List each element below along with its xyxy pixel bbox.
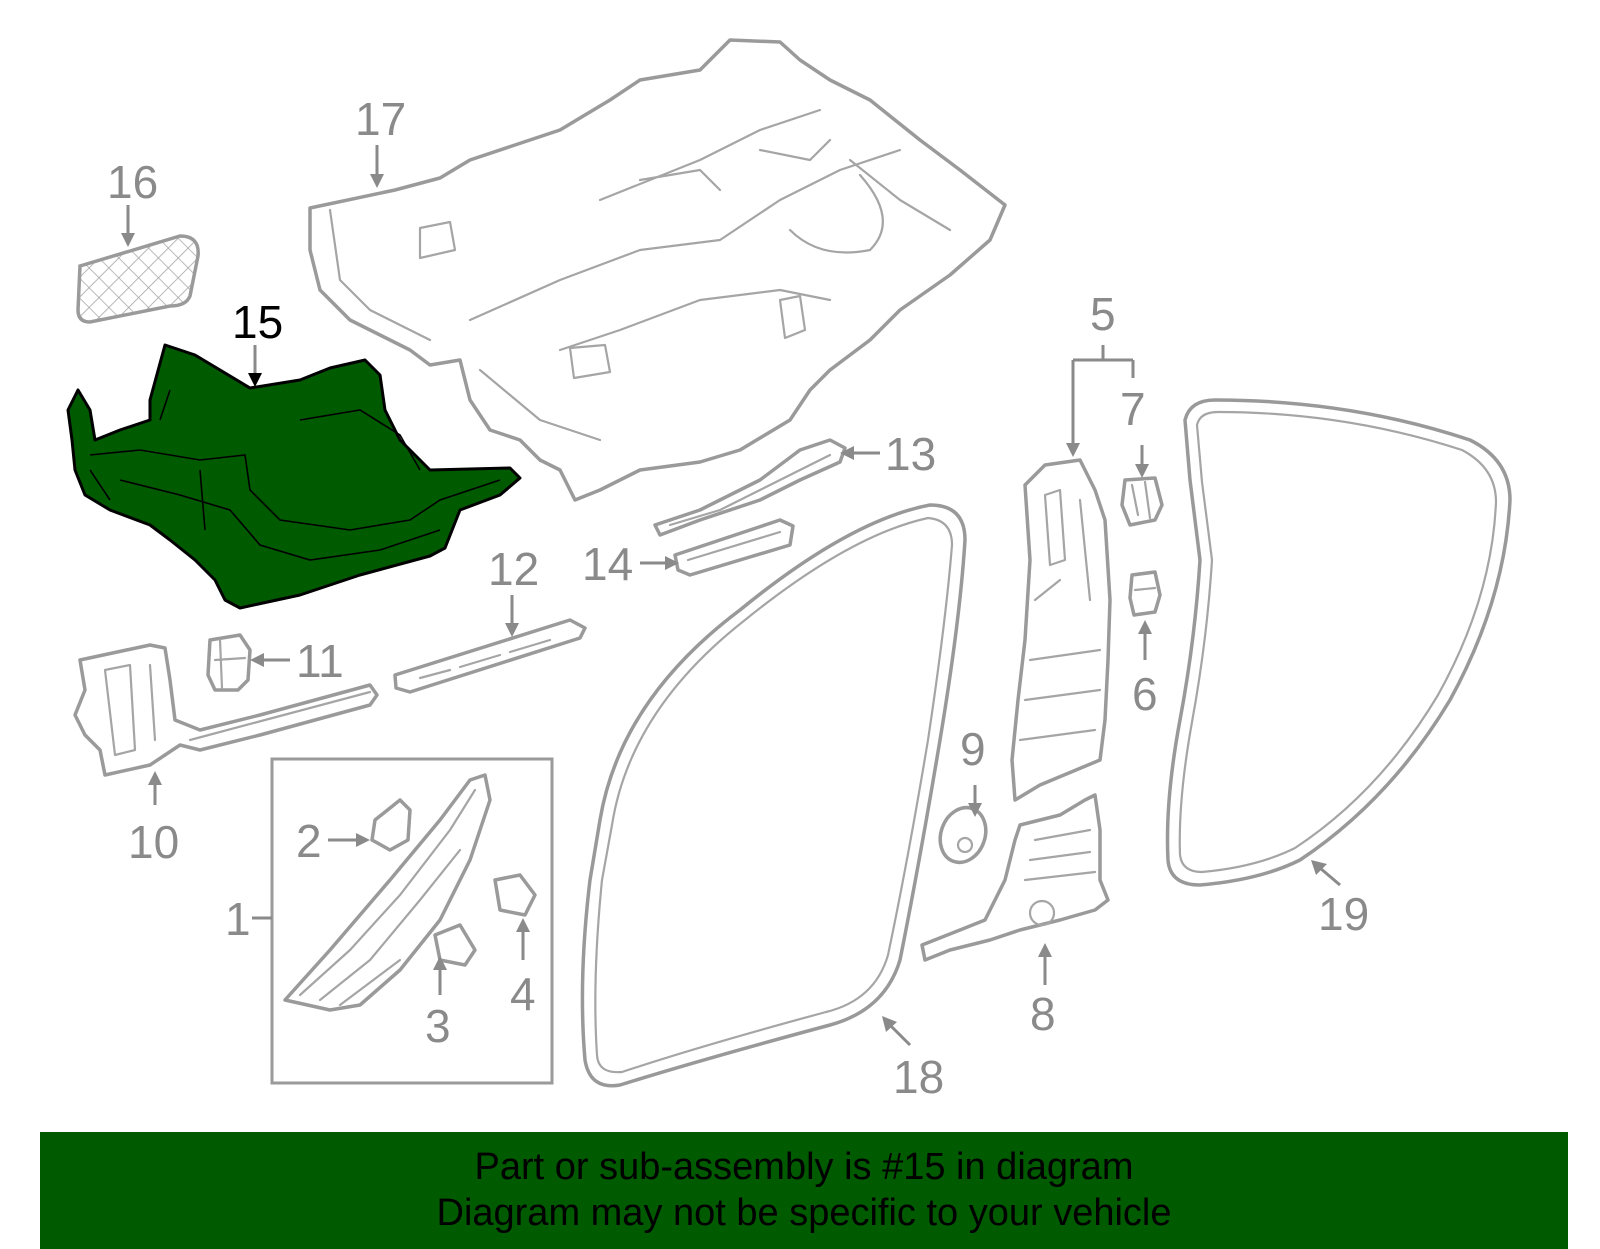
info-banner: Part or sub-assembly is #15 in diagram D… bbox=[40, 1132, 1568, 1249]
part-18-front-door-seal[interactable] bbox=[580, 503, 967, 1088]
banner-line-1: Part or sub-assembly is #15 in diagram bbox=[474, 1146, 1134, 1188]
part-7-clip[interactable] bbox=[1120, 476, 1164, 527]
callout-14: 14 bbox=[582, 538, 633, 590]
part-5-b-pillar-trim[interactable] bbox=[1010, 458, 1112, 802]
callout-8: 8 bbox=[1030, 988, 1056, 1040]
callout-12: 12 bbox=[488, 543, 539, 595]
part-15-trunk-tray[interactable] bbox=[66, 343, 522, 610]
part-10-front-sill-trim[interactable] bbox=[73, 643, 379, 777]
part-12-scuff-plate[interactable] bbox=[393, 618, 587, 694]
callout-18: 18 bbox=[893, 1051, 944, 1103]
callout-9: 9 bbox=[960, 723, 986, 775]
part-11-clip[interactable] bbox=[206, 633, 252, 692]
part-13-sill-plate[interactable] bbox=[653, 438, 847, 537]
callout-3: 3 bbox=[425, 1000, 451, 1052]
callout-13: 13 bbox=[885, 428, 936, 480]
callout-7: 7 bbox=[1120, 383, 1146, 435]
part-17-floor-carpet[interactable] bbox=[308, 38, 1007, 502]
callout-17: 17 bbox=[355, 93, 406, 145]
callout-2: 2 bbox=[296, 815, 322, 867]
callout-4: 4 bbox=[510, 968, 536, 1020]
part-16-vent-grille[interactable] bbox=[76, 234, 200, 324]
part-19-rear-door-seal[interactable] bbox=[1165, 398, 1512, 887]
part-1-kit-box[interactable] bbox=[270, 757, 554, 1085]
callout-16: 16 bbox=[107, 156, 158, 208]
callout-11: 11 bbox=[296, 635, 344, 687]
part-9-grommet[interactable] bbox=[933, 801, 993, 869]
callout-19: 19 bbox=[1318, 888, 1369, 940]
callout-6: 6 bbox=[1132, 668, 1158, 720]
callout-10: 10 bbox=[128, 816, 179, 868]
banner-line-2: Diagram may not be specific to your vehi… bbox=[436, 1192, 1172, 1234]
part-8-lower-pillar-trim[interactable] bbox=[920, 793, 1110, 962]
callout-1: 1 bbox=[225, 893, 251, 945]
leader-lines bbox=[121, 145, 1341, 1047]
callout-5: 5 bbox=[1090, 288, 1116, 340]
part-14-sill-trim[interactable] bbox=[673, 518, 795, 577]
callout-labels: 17 16 15 13 14 12 11 10 2 1 3 4 5 7 6 9 … bbox=[107, 93, 1369, 1103]
part-6-clip[interactable] bbox=[1128, 570, 1162, 617]
callout-15: 15 bbox=[232, 296, 283, 348]
